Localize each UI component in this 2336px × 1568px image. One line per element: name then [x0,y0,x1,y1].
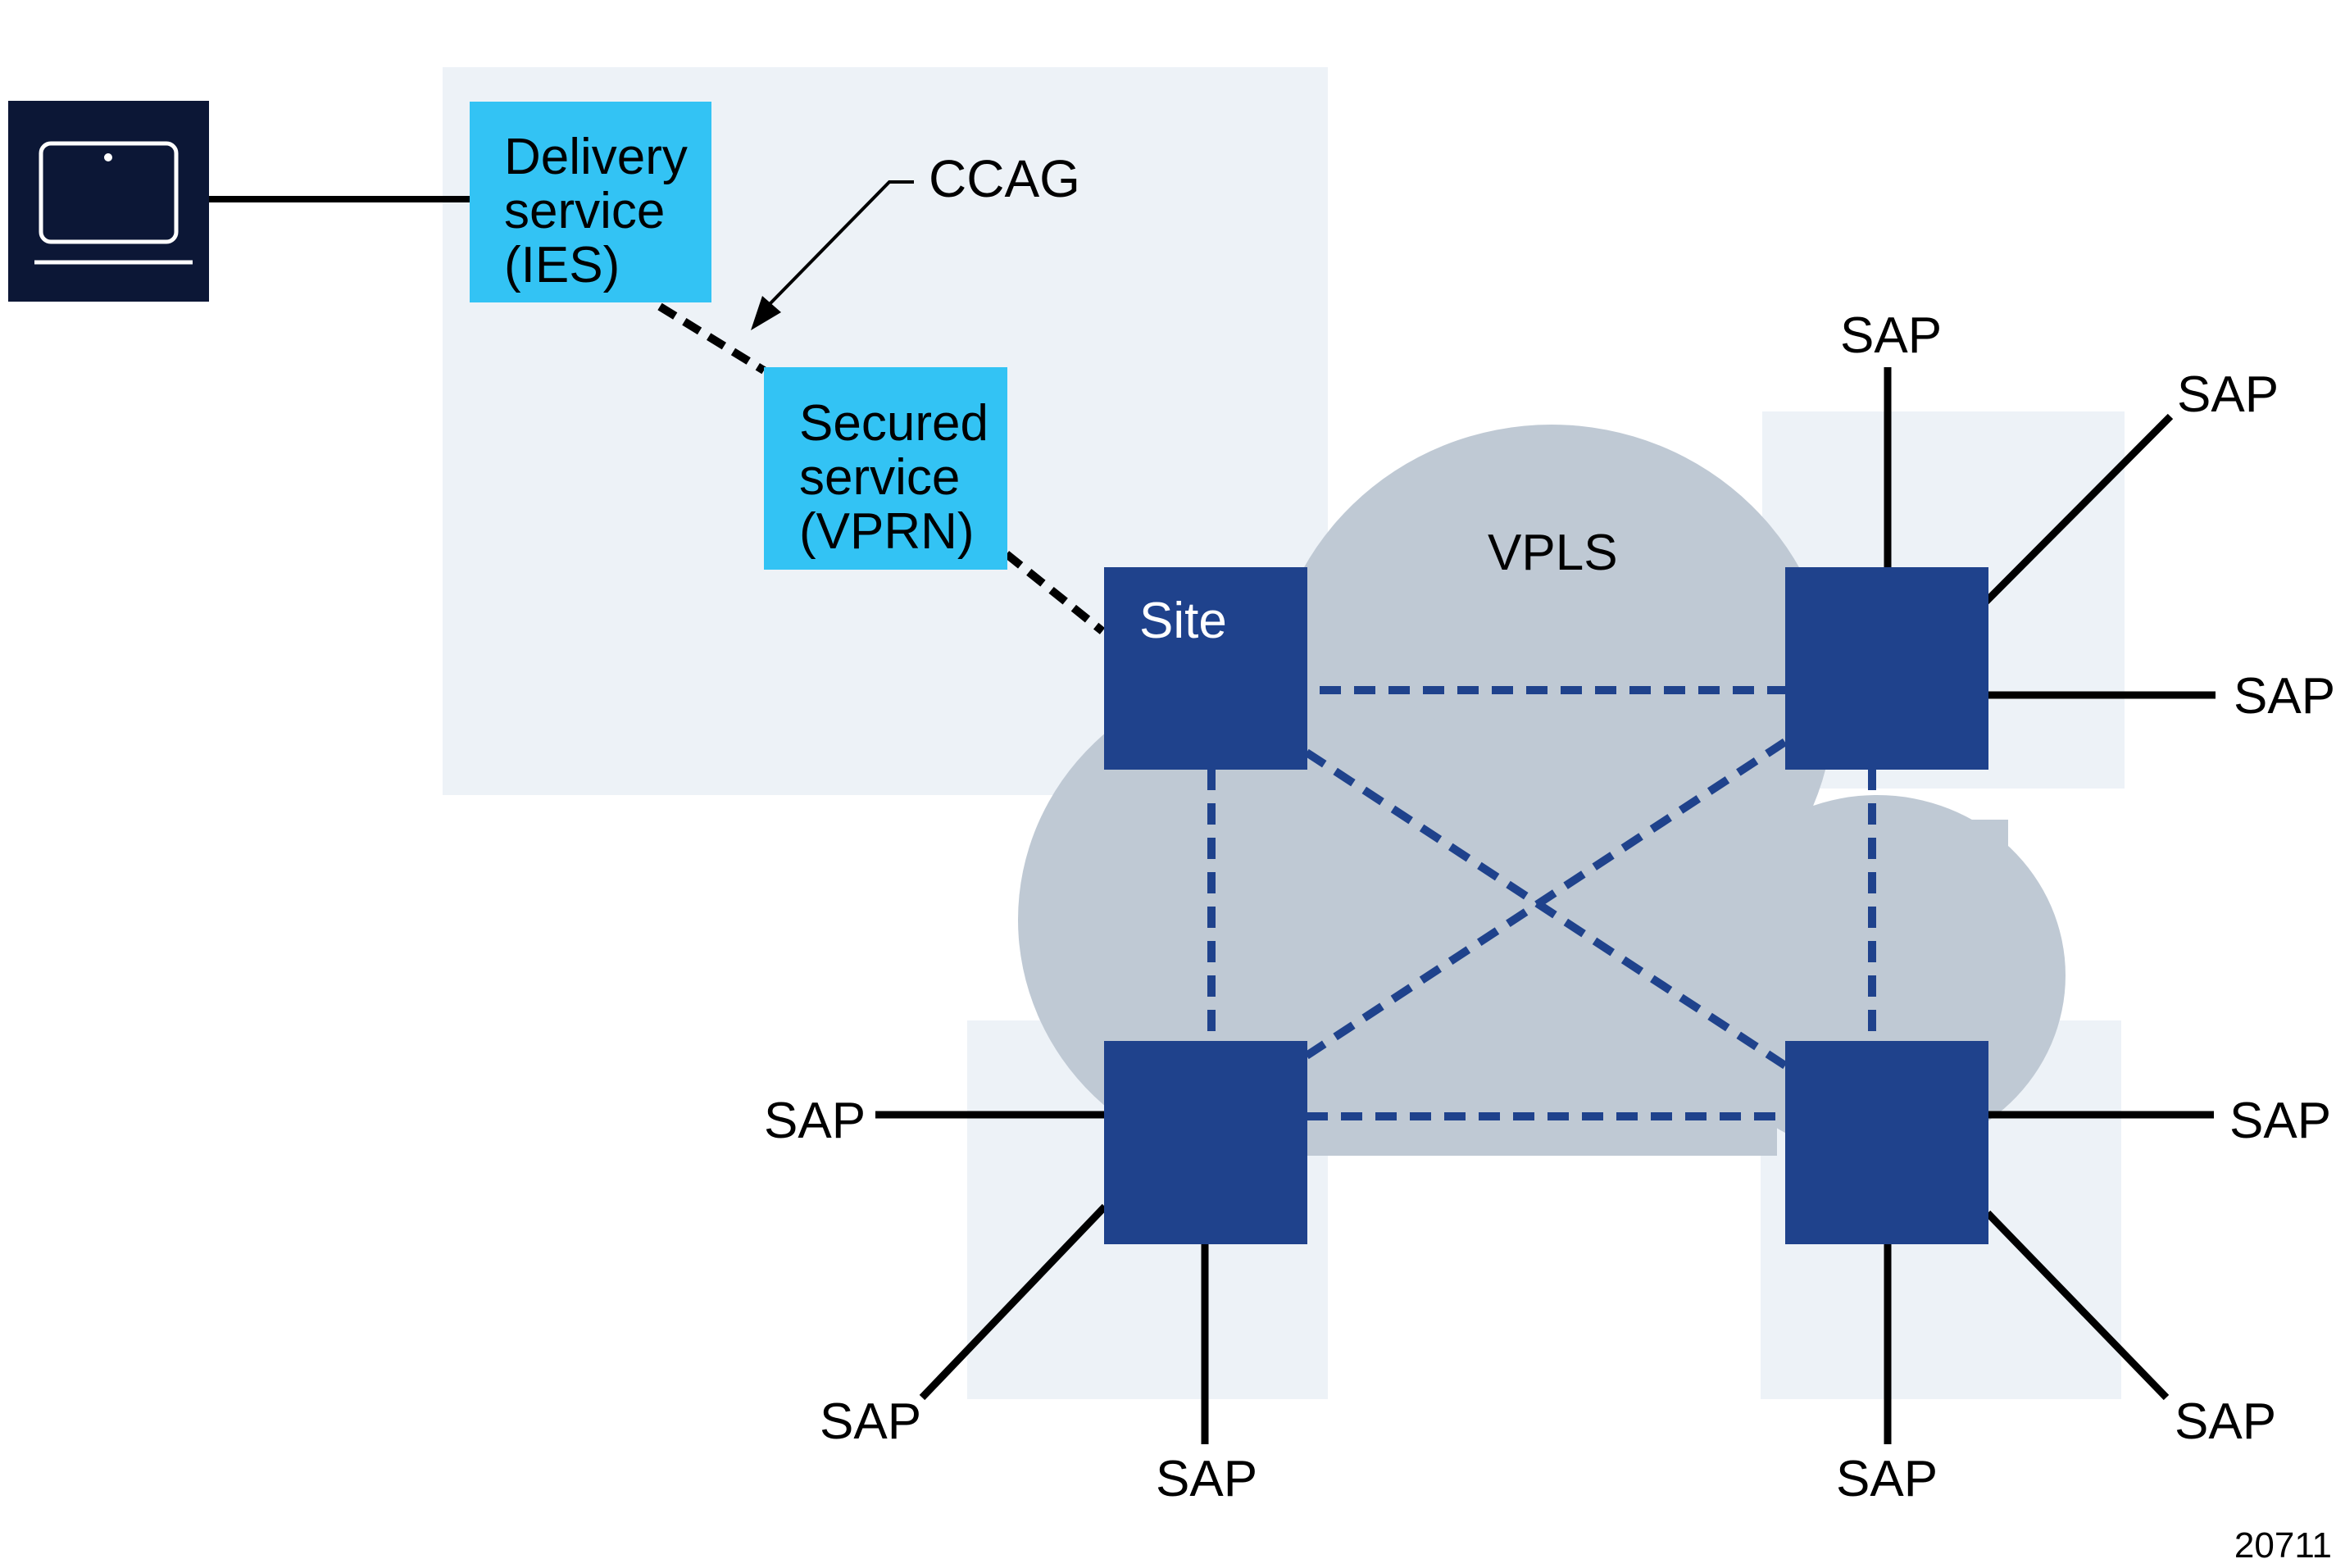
vpls-links [1207,686,1876,1120]
sap-lines [875,367,2216,1444]
ies-box [470,102,711,302]
delivery-service-ies: Delivery service (IES) [470,102,711,302]
figure-id: 20711 [2234,1525,2332,1566]
link-diag-bottomleft-topright [1304,738,1788,1060]
node-top-right [1785,567,1988,770]
node-bottom-right [1785,1041,1988,1244]
sap-line-br-diag [1984,1210,2170,1401]
laptop-icon [34,141,193,265]
sap-label: SAP [820,1393,921,1450]
sap-label: SAP [1156,1451,1257,1507]
ccag-callout: CCAG [751,149,1080,330]
ccag-arrowhead [751,296,781,330]
sap-label: SAP [2229,1093,2331,1149]
node-site [1104,567,1307,770]
link-diag-site-bottomright [1304,748,1788,1070]
sap-line-bl-diag [919,1203,1108,1401]
vprn-label-line2: service [799,449,960,506]
terminal-box [8,101,209,302]
sap-label: SAP [764,1093,866,1149]
terminal [8,101,209,302]
ies-vprn-link [657,302,766,375]
ccag-label: CCAG [929,149,1080,208]
sap-label: SAP [2177,366,2279,423]
sap-label: SAP [1840,307,1942,364]
sap-line-tr-diag [1983,413,2174,605]
vpls-label: VPLS [1488,525,1618,581]
ccag-pointer-line [767,180,914,307]
sap-labels: SAP SAP SAP SAP SAP SAP SAP SAP SAP [764,307,2335,1507]
node-bottom-left [1104,1041,1307,1244]
vprn-label-line1: Secured [799,395,988,452]
vprn-label-line3: (VPRN) [799,503,975,560]
site-label: Site [1139,593,1227,649]
ies-label-line3: (IES) [504,237,620,293]
pe-nodes [1104,567,1988,1244]
sap-label: SAP [2234,668,2335,725]
sap-label: SAP [2175,1393,2276,1450]
service-links [657,302,1106,634]
secured-service-vprn: Secured service (VPRN) [764,367,1007,570]
vprn-box [764,367,1007,570]
ies-label-line1: Delivery [504,129,688,185]
vprn-site-link [1003,551,1106,634]
laptop-camera-dot [104,153,112,161]
sap-label: SAP [1836,1451,1938,1507]
ies-label-line2: service [504,183,665,239]
